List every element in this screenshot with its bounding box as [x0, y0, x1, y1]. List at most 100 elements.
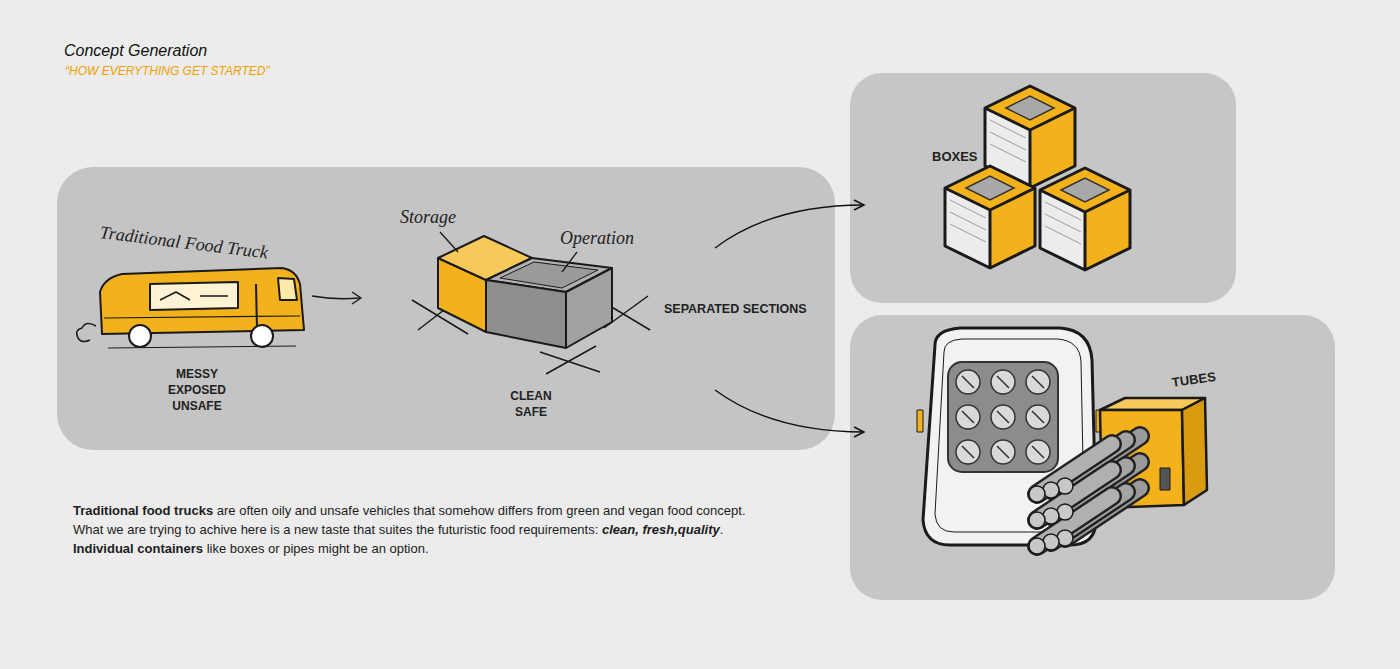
separated-box-sketch	[412, 232, 650, 374]
curved-arrow	[715, 205, 864, 248]
food-truck-sketch-part	[108, 346, 296, 348]
text-wrap: TUBES	[1172, 373, 1216, 392]
food-truck-sketch-part	[278, 278, 297, 300]
container-cubes	[945, 86, 1130, 270]
tube-dispenser-part	[956, 370, 1050, 464]
tube-dispenser-part	[935, 339, 1084, 532]
tube-dispenser-part	[948, 362, 1058, 472]
container-cubes-part	[985, 86, 1075, 188]
tube-dispenser-part-part	[1026, 370, 1050, 394]
tube-dispenser-part	[917, 410, 923, 432]
tube-box-part-part	[1065, 436, 1140, 538]
note-text: are often oily and unsafe vehicles that …	[217, 503, 746, 518]
tube-box-part	[1029, 478, 1073, 554]
tube-box-part-part	[1051, 440, 1126, 542]
boxes-panel: BOXES	[850, 73, 1236, 303]
subtitle-wrap: “HOW EVERYTHING GET STARTED”	[65, 64, 269, 78]
tube-box-part-part	[1029, 486, 1045, 502]
food-truck-sketch-part	[100, 268, 304, 334]
handwritten-part-label: Operation	[560, 228, 634, 249]
note-text: Traditional food trucks	[73, 503, 213, 518]
food-truck-sketch-part	[256, 284, 257, 330]
note-line: Traditional food trucks are often oily an…	[73, 501, 746, 520]
state-caption: MESSY EXPOSED UNSAFE	[162, 366, 232, 415]
note-text: like boxes or pipes might be an option.	[207, 541, 429, 556]
food-truck-sketch	[77, 268, 361, 348]
text-wrap: SEPARATED SECTIONS	[664, 301, 807, 318]
separated-box-sketch-part	[438, 258, 486, 332]
note-text: Individual containers	[73, 541, 203, 556]
food-truck-sketch-part	[129, 325, 151, 347]
text-wrap: Operation	[560, 228, 634, 249]
note-text: What we are trying to achive here is a n…	[73, 522, 598, 537]
tube-dispenser-part-part	[991, 370, 1015, 394]
tube-dispenser-part-part	[1026, 440, 1050, 464]
separated-box-sketch-part	[438, 236, 532, 280]
curved-arrow	[715, 390, 864, 432]
tube-box-part-part	[1029, 538, 1045, 554]
separated-box-sketch-part	[440, 232, 577, 272]
container-cubes-part	[945, 166, 1035, 268]
tube-dispenser-part	[923, 328, 1096, 545]
tube-dispenser-part-part	[1026, 405, 1050, 429]
tube-dispenser-part	[962, 376, 1044, 458]
state-caption: CLEAN SAFE	[501, 388, 561, 420]
subtitle: “HOW EVERYTHING GET STARTED”	[65, 64, 269, 78]
tube-box-part	[1037, 436, 1140, 546]
container-cubes-part	[1040, 168, 1130, 270]
tube-box-part-part	[1057, 478, 1073, 494]
note-line: Individual containers like boxes or pipes…	[73, 539, 429, 558]
option-title: TUBES	[1171, 368, 1217, 392]
text-wrap: Traditional Food Truck	[100, 222, 269, 243]
food-truck-sketch-part	[352, 292, 361, 304]
tube-box-part-part	[1043, 534, 1059, 550]
tube-dispenser-part-part	[956, 405, 980, 429]
tube-box-part	[1100, 398, 1205, 410]
food-truck-sketch-part	[251, 325, 273, 347]
text-wrap: Storage	[400, 207, 456, 228]
tube-box-part-part	[1029, 512, 1045, 528]
tube-dispenser-part	[1096, 410, 1102, 432]
separated-box-sketch-part	[486, 258, 612, 292]
food-truck-sketch-part	[150, 282, 238, 310]
tube-dispenser-part-part	[956, 370, 980, 394]
tube-dispenser	[917, 328, 1102, 545]
tube-dispenser-part-part	[991, 405, 1015, 429]
handwritten-part-label: Storage	[400, 207, 456, 228]
note-line: What we are trying to achive here is a n…	[73, 520, 723, 539]
diagram-title: Concept Generation	[64, 42, 207, 60]
option-title: BOXES	[932, 148, 978, 166]
tube-dispenser-part-part	[991, 440, 1015, 464]
tubes-panel: TUBES	[850, 315, 1335, 600]
tube-box-part-part	[1037, 444, 1112, 546]
tube-box	[1029, 398, 1207, 554]
separated-box-sketch-part	[566, 268, 612, 348]
tube-box-part-part	[1051, 440, 1126, 542]
note-text: .	[720, 522, 724, 537]
tube-box-part-part	[1043, 482, 1059, 498]
tube-box-part	[1160, 468, 1170, 490]
text-wrap: MESSY EXPOSED UNSAFE	[162, 366, 232, 415]
food-truck-sketch-part	[104, 316, 300, 318]
section-caption: SEPARATED SECTIONS	[664, 301, 807, 318]
tube-box-part	[1100, 410, 1184, 508]
tube-box-part	[1182, 398, 1207, 505]
tube-box-part-part	[1043, 508, 1059, 524]
tube-box-part-part	[1057, 530, 1073, 546]
concept-panel: Traditional Food TruckMESSY EXPOSED UNSA…	[57, 167, 835, 450]
title-wrap: Concept Generation	[64, 42, 207, 60]
separated-box-sketch-part	[500, 262, 598, 288]
separated-box-sketch-part	[486, 280, 566, 348]
tube-box-part-part	[1065, 436, 1140, 538]
note-text: clean, fresh,quality	[602, 522, 720, 537]
text-wrap: CLEAN SAFE	[501, 388, 561, 420]
food-truck-sketch-part	[160, 292, 228, 300]
text-wrap: BOXES	[932, 148, 978, 166]
tube-dispenser-part-part	[956, 440, 980, 464]
handwritten-note: Traditional Food Truck	[99, 222, 269, 263]
separated-box-sketch-part	[412, 296, 650, 374]
tube-box-part-part	[1057, 504, 1073, 520]
